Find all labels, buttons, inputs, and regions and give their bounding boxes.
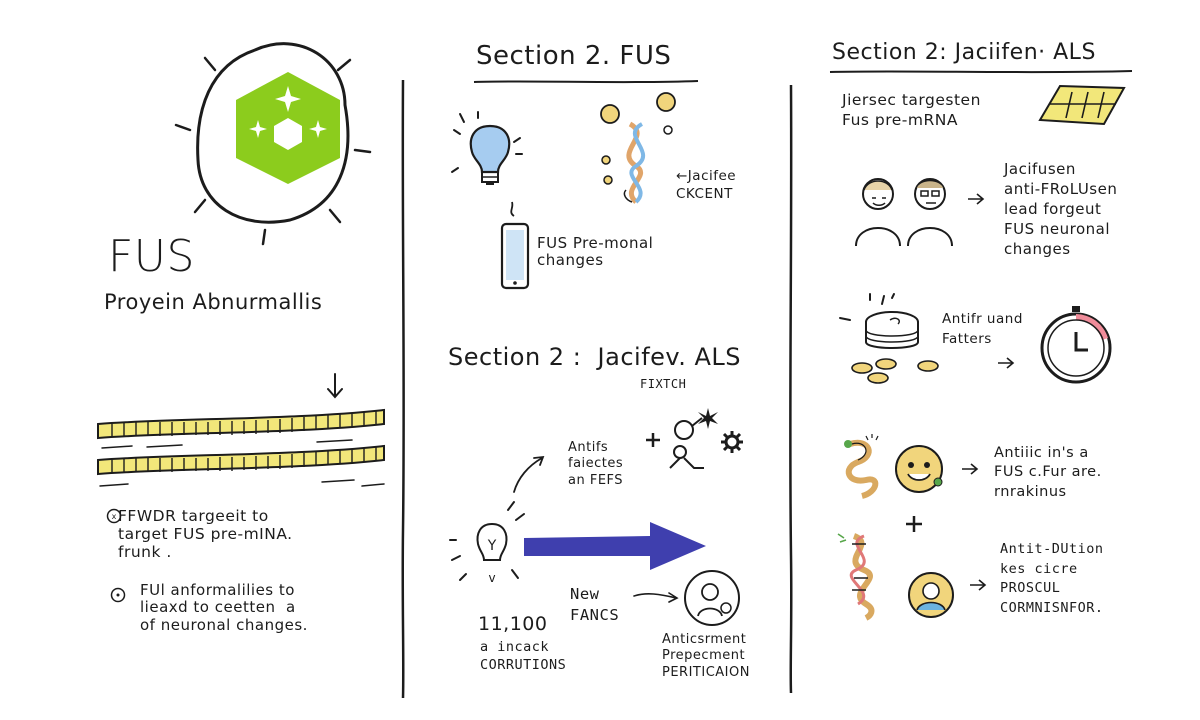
svg-text:v: v xyxy=(488,571,495,585)
right-heading-underline xyxy=(829,70,1133,74)
avatar-icon xyxy=(908,572,954,618)
divider-left xyxy=(401,79,405,699)
rna-strand-icon xyxy=(97,408,385,487)
svg-text:x: x xyxy=(112,512,117,521)
dna-chain-icon xyxy=(837,533,875,621)
chip-icon xyxy=(1038,84,1126,126)
antic-label: Anticsrment Prepecment PERITICAION xyxy=(662,632,750,680)
right-block-3: Antit-DUtion kes cicre PROSCUL CORMNISNF… xyxy=(1000,541,1104,616)
down-arrow-icon xyxy=(327,373,343,399)
magnifier-face-icon xyxy=(684,570,740,626)
people-icon xyxy=(855,178,953,247)
left-note-2: FUl anformalilies to lieaxd to ceetten a… xyxy=(140,581,308,634)
left-note-1: FFWDR targeeit to target FUS pre-mINA. f… xyxy=(118,507,293,561)
bullet-icon-2 xyxy=(110,587,126,603)
smiley-icon xyxy=(895,445,943,493)
antifr-label: Antifr uand Fatters xyxy=(942,311,1023,347)
new-fancs-label: New FANCS xyxy=(570,585,620,624)
cell-icon xyxy=(174,42,372,246)
big-arrow-icon xyxy=(524,522,706,570)
hexagon-sparkle-icon xyxy=(236,72,340,184)
middle-heading-2: Section 2 : Jacifev. ALS xyxy=(448,343,742,371)
left-title: FUS xyxy=(108,231,195,282)
antifs-label: Antifs faiectes an FEFS xyxy=(568,440,624,488)
svg-text:Y: Y xyxy=(487,538,497,554)
heading-underline xyxy=(473,80,699,84)
middle-heading: Section 2. FUS xyxy=(476,41,672,71)
left-subtitle: Proyein Abnurmallis xyxy=(104,290,323,314)
stat-value: 11,100 xyxy=(478,613,548,635)
phone-icon xyxy=(500,201,530,290)
right-arrow-icon-2 xyxy=(998,357,1015,369)
right-block-1: Jacifusen anti-FRoLUsen lead forgeut FUS… xyxy=(1004,160,1118,258)
clock-icon xyxy=(1040,306,1112,384)
lightbulb-icon xyxy=(451,111,523,185)
phone-label: FUS Pre-monal changes xyxy=(537,234,654,270)
divider-right xyxy=(789,84,793,694)
right-arrow-icon-4 xyxy=(970,579,987,591)
fixtch-label: FIXTCH xyxy=(640,377,687,391)
gear-icon xyxy=(721,431,743,453)
right-intro: Jiersec targesten Fus pre-mRNA xyxy=(842,91,981,130)
coin-stack-icon xyxy=(839,293,939,384)
rna-ribbon-icon xyxy=(844,434,879,499)
right-arrow-icon-1 xyxy=(968,193,985,205)
bullet-icon-1: x xyxy=(106,508,122,524)
jacifee-label: ←Jacifee CKCENT xyxy=(676,168,737,203)
right-arrow-icon-3 xyxy=(962,463,979,475)
lightbulb-face-icon: Y v xyxy=(449,501,525,585)
plus-sparkle-icon xyxy=(906,516,922,532)
right-block-2: Antiiic in's a FUS c.Fur are. rnrakinus xyxy=(994,445,1102,500)
right-heading: Section 2: Jaciifen· ALS xyxy=(832,40,1096,65)
small-arrow-icon xyxy=(633,592,679,603)
molecule-icon xyxy=(646,408,718,469)
dna-helix-icon xyxy=(600,92,676,204)
curved-arrow-icon xyxy=(513,455,545,493)
stat-label: a incack CORRUTIONS xyxy=(480,639,567,674)
